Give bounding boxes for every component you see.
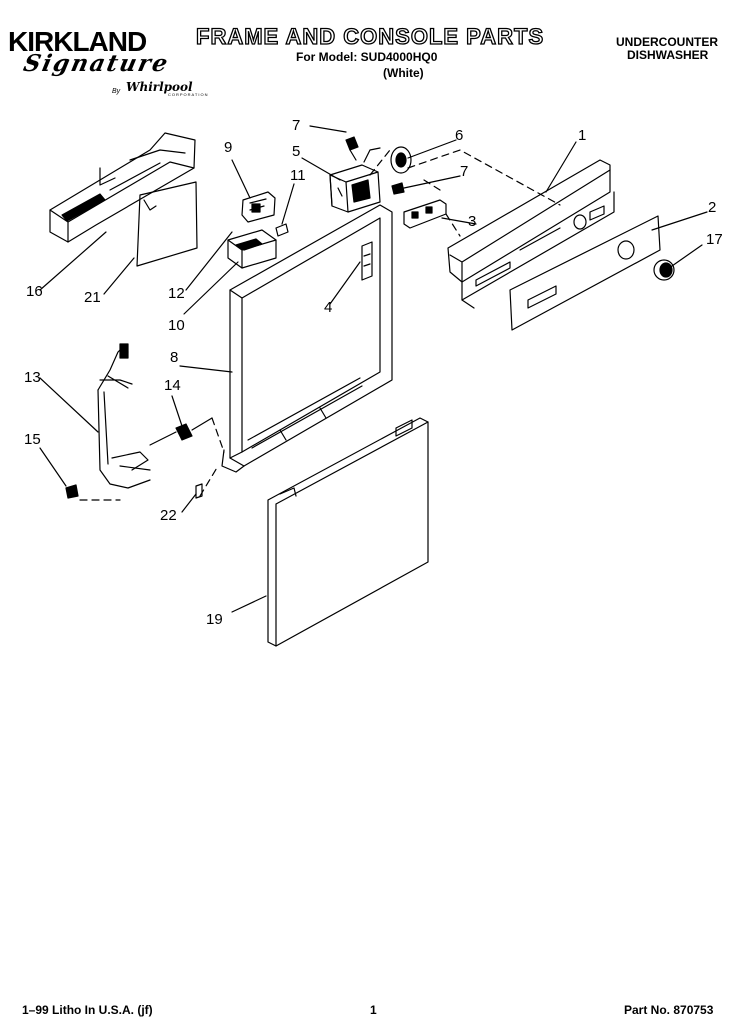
- part-7-screw-2: [391, 182, 405, 195]
- callout-14: 14: [164, 377, 181, 394]
- callout-10: 10: [168, 317, 185, 334]
- callout-4: 4: [324, 299, 333, 316]
- callout-15: 15: [24, 431, 41, 448]
- callout-13: 13: [24, 369, 41, 386]
- callout-11: 11: [290, 167, 306, 184]
- part-19-outer-door-panel: [267, 417, 429, 647]
- part-3-switch-plate: [403, 199, 447, 229]
- callout-1: 1: [578, 127, 587, 144]
- brand-logo: KIRKLAND: [8, 26, 147, 57]
- leader-lines: [39, 125, 708, 613]
- color-line: (White): [383, 66, 424, 80]
- part-4-latch: [361, 241, 373, 281]
- callout-3: 3: [468, 213, 477, 230]
- part-11-clip: [275, 223, 289, 237]
- part-10-bracket: [227, 229, 277, 269]
- callout-7a: 7: [292, 117, 301, 134]
- part-8-door-frame: [221, 204, 393, 473]
- part-7-screw: [345, 136, 359, 161]
- callout-22: 22: [160, 507, 177, 524]
- footer-litho: 1–99 Litho In U.S.A. (jf): [22, 1003, 153, 1017]
- part-13-wire-harness: [97, 343, 151, 489]
- callout-12: 12: [168, 285, 185, 302]
- maker-logo: Whirlpool: [126, 80, 193, 94]
- part-14-connector: [149, 417, 213, 446]
- callout-9: 9: [224, 139, 233, 156]
- part-6-timer-dial: [390, 146, 412, 174]
- footer-part-number: Part No. 870753: [624, 1003, 714, 1017]
- callout-19: 19: [206, 611, 223, 628]
- part-22-clip: [195, 483, 203, 499]
- part-15-screw: [65, 484, 79, 499]
- callout-16: 16: [26, 283, 43, 300]
- brand-by: By: [112, 88, 121, 95]
- part-5-timer: [329, 147, 381, 213]
- part-17-knob: [653, 259, 675, 281]
- callout-7b: 7: [460, 163, 469, 180]
- callout-17: 17: [706, 231, 723, 248]
- part-16-control-housing: [49, 132, 196, 243]
- callout-5: 5: [292, 143, 301, 160]
- part-2-console-trim: [509, 215, 661, 331]
- product-type-line-2: DISHWASHER: [627, 48, 709, 62]
- part-21-shield: [136, 181, 198, 267]
- footer-page-number: 1: [370, 1003, 377, 1017]
- callout-6: 6: [455, 127, 464, 144]
- callout-2: 2: [708, 199, 717, 216]
- callout-21: 21: [84, 289, 101, 306]
- part-9-switch: [241, 191, 276, 223]
- part-1-console: [447, 159, 615, 309]
- callout-8: 8: [170, 349, 179, 366]
- model-line: For Model: SUD4000HQ0: [296, 50, 438, 64]
- assembly-lines: [79, 149, 561, 501]
- page-title: FRAME AND CONSOLE PARTS: [195, 23, 545, 49]
- maker-suffix: CORPORATION: [168, 92, 209, 97]
- product-type-line-1: UNDERCOUNTER: [616, 35, 718, 49]
